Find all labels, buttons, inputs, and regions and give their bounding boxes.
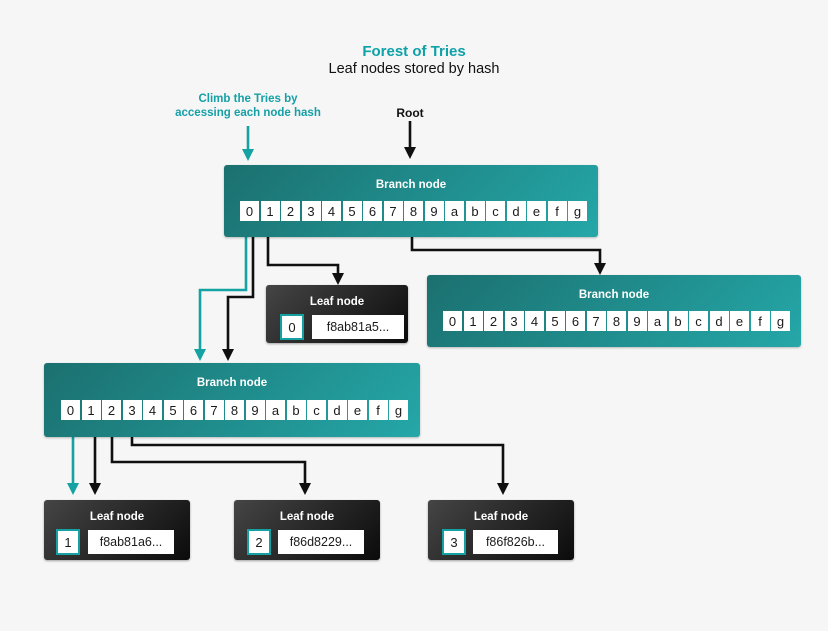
branch-cell-b: b (286, 400, 306, 420)
branch-node-label: Branch node (578, 289, 650, 301)
arrowhead (299, 483, 311, 495)
branch-cell-6: 6 (363, 201, 382, 221)
leaf-node-2: Leaf node 2 f86d8229... (234, 500, 380, 560)
leaf-node-3: Leaf node 3 f86f826b... (428, 500, 574, 560)
branch-node-label: Branch node (196, 377, 268, 389)
branch-cell-4: 4 (525, 311, 544, 331)
branch-cell-b: b (668, 311, 688, 331)
leaf-index-cell: 1 (56, 529, 80, 555)
connector-cell0-to-leftbranch (226, 236, 255, 350)
branch-cell-e: e (730, 311, 749, 331)
branch-cell-3: 3 (122, 400, 142, 420)
branch-cell-f: f (547, 201, 567, 221)
branch-cell-5: 5 (163, 400, 183, 420)
climb-annotation-line1: Climb the Tries by (198, 93, 298, 105)
arrowhead (194, 349, 206, 361)
branch-cell-e: e (348, 400, 367, 420)
branch-cell-c: c (689, 311, 708, 331)
branch-cell-7: 7 (586, 311, 606, 331)
branch-cell-9: 9 (627, 311, 647, 331)
branch-cell-c: c (486, 201, 505, 221)
branch-cell-d: d (327, 400, 347, 420)
leaf-hash-value: f8ab81a5... (312, 315, 404, 339)
branch-cell-8: 8 (607, 311, 626, 331)
branch-cell-8: 8 (404, 201, 423, 221)
climb-annotation: Climb the Tries by accessing each node h… (128, 92, 368, 120)
page-subtitle: Leaf nodes stored by hash (328, 61, 500, 77)
connector-leftcell2-to-leaf2 (110, 436, 307, 484)
branch-cell-7: 7 (383, 201, 403, 221)
branch-cell-a: a (266, 400, 285, 420)
root-annotation: Root (396, 106, 424, 120)
branch-cell-d: d (506, 201, 526, 221)
branch-cell-g: g (389, 400, 408, 420)
leaf-hash-value: f86f826b... (473, 530, 558, 554)
branch-cell-5: 5 (545, 311, 565, 331)
branch-cell-1: 1 (260, 201, 280, 221)
arrowhead (497, 483, 509, 495)
leaf-node-0: Leaf node 0 f8ab81a5... (266, 285, 408, 343)
branch-cell-f: f (750, 311, 770, 331)
branch-cell-c: c (307, 400, 326, 420)
branch-cell-8: 8 (225, 400, 244, 420)
leaf-index-cell: 3 (442, 529, 466, 555)
branch-cell-g: g (568, 201, 587, 221)
arrowhead (67, 483, 79, 495)
branch-cell-4: 4 (143, 400, 162, 420)
climb-annotation-line2: accessing each node hash (175, 107, 321, 119)
branch-cell-2: 2 (102, 400, 121, 420)
arrowhead (222, 349, 234, 361)
branch-cell-e: e (527, 201, 546, 221)
branch-cell-0: 0 (240, 201, 259, 221)
branch-cell-g: g (771, 311, 790, 331)
branch-cell-9: 9 (245, 400, 265, 420)
branch-cell-4: 4 (322, 201, 341, 221)
branch-cell-1: 1 (463, 311, 483, 331)
branch-cell-0: 0 (443, 311, 462, 331)
leaf-hash-value: f8ab81a6... (88, 530, 174, 554)
branch-cell-0: 0 (61, 400, 80, 420)
branch-cell-2: 2 (484, 311, 503, 331)
branch-cell-f: f (368, 400, 388, 420)
connector-leftcell3-to-leaf3 (130, 436, 505, 484)
arrowhead (404, 147, 416, 159)
leaf-index-cell: 2 (247, 529, 271, 555)
branch-cell-9: 9 (424, 201, 444, 221)
branch-cell-1: 1 (81, 400, 101, 420)
leaf-node-1: Leaf node 1 f8ab81a6... (44, 500, 190, 560)
branch-cell-6: 6 (184, 400, 203, 420)
connector-cell1-to-leaf0 (266, 236, 340, 274)
arrowhead (242, 149, 254, 161)
branch-cell-3: 3 (301, 201, 321, 221)
branch-cell-6: 6 (566, 311, 585, 331)
branch-cell-d: d (709, 311, 729, 331)
leaf-node-label: Leaf node (473, 511, 529, 523)
leaf-hash-value: f86d8229... (278, 530, 364, 554)
branch-cell-a: a (445, 201, 464, 221)
branch-node-label: Branch node (375, 179, 447, 191)
arrowhead (89, 483, 101, 495)
branch-cell-a: a (648, 311, 667, 331)
branch-cell-3: 3 (504, 311, 524, 331)
leaf-node-label: Leaf node (89, 511, 145, 523)
connector-cell8-to-rightbranch (410, 236, 602, 264)
branch-cell-2: 2 (281, 201, 300, 221)
leaf-index-cell: 0 (280, 314, 304, 340)
branch-cell-5: 5 (342, 201, 362, 221)
connector-teal-topbranch-to-leftbranch (198, 236, 248, 350)
page-title: Forest of Tries (362, 43, 466, 60)
leaf-node-label: Leaf node (309, 296, 365, 308)
branch-cell-7: 7 (204, 400, 224, 420)
branch-cell-b: b (465, 201, 485, 221)
arrowhead (332, 273, 344, 285)
leaf-node-label: Leaf node (279, 511, 335, 523)
arrowhead (594, 263, 606, 275)
